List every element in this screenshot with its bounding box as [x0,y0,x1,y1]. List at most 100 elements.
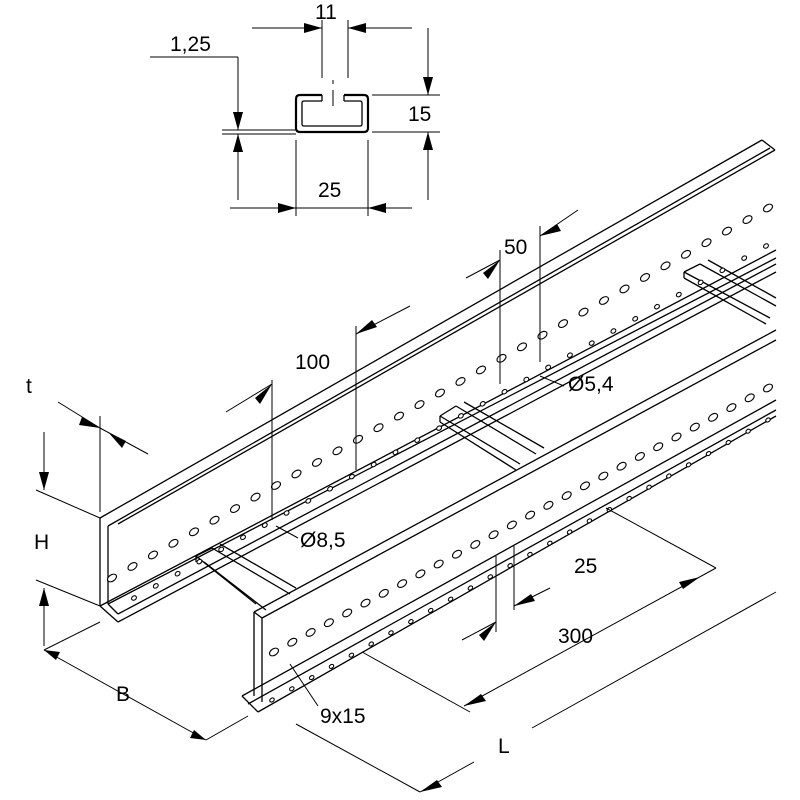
rail-hole [457,413,464,419]
rail-hole [289,686,295,692]
profile-thickness-label: 1,25 [170,33,211,56]
rail-hole [685,462,692,468]
rail-slot [323,618,334,628]
rail-slot [598,471,609,481]
rail-hole [388,630,394,636]
rail-slot [311,457,323,467]
rail-hole [675,291,682,298]
rail-hole [436,425,443,431]
rung-1 [195,543,297,611]
rail-slot [168,538,179,548]
slot-size-label: 9x15 [320,705,366,728]
profile-width-label: 25 [318,179,342,202]
rail-hole [547,540,553,546]
rail-hole [305,498,312,504]
rail-slot [393,411,405,421]
rail-hole [467,585,474,591]
rail-slot [708,412,719,422]
rail-hole [174,570,181,577]
hole-diameter-small-label: Ø5,4 [568,373,614,396]
rail-slot [291,469,302,479]
rail-hole [654,303,660,310]
rail-slot [578,307,589,317]
rail-hole [523,376,530,383]
rail-slot [414,400,425,410]
rail-slot [639,272,651,282]
rail-hole [269,697,275,703]
rail-hole [348,473,355,480]
rail-slot [470,539,481,549]
rail-slot [342,608,353,618]
rail-slot [671,432,682,442]
rail-slot [616,461,627,471]
rail-slot [744,393,755,403]
rung-spacing-label: 300 [558,625,594,648]
rail-slot [229,504,241,514]
rail-hole [131,595,137,601]
tray-width-label: B [116,683,131,706]
rail-hole [447,596,454,602]
rail-hole [697,279,704,286]
rail-hole [610,328,617,334]
side-thickness-label: t [26,375,32,398]
rail-hole [392,449,399,456]
rung-3 [683,259,777,325]
rail-slot [488,530,499,540]
rear-side-rail [99,139,777,623]
rail-hole [666,473,672,479]
rail-slot [579,481,591,491]
rail-slot [373,423,384,433]
rail-hole [327,486,334,492]
rail-hole [368,641,374,647]
rail-hole [527,551,533,557]
rail-slot [680,249,692,259]
rail-slot [147,550,159,560]
rear-rail-holes [131,243,769,601]
rail-slot [543,500,554,510]
rear-rail-slots [106,203,774,583]
rail-slot [378,588,389,598]
rail-hole [566,352,573,358]
rail-slot [561,491,572,501]
side-height-label: H [34,531,50,554]
rail-slot [496,353,507,363]
profile-width-top-label: 11 [315,1,337,24]
rail-slot [653,442,664,452]
rail-slot [332,446,343,456]
profile-height-label: 15 [408,103,432,126]
rail-hole [705,451,712,457]
cable-ladder-body [99,139,777,713]
rail-hole [545,364,552,371]
hole-spacing-large-label: 100 [295,351,331,374]
rail-hole [218,546,225,553]
rail-slot [352,434,364,444]
rail-hole [626,495,632,501]
length-label: L [498,735,510,758]
rail-hole [408,619,414,625]
rail-slot [598,296,610,305]
rail-hole [588,340,595,346]
rail-slot [537,330,548,340]
rail-slot [188,527,200,537]
rail-hole [370,461,377,468]
rail-hole [348,652,355,658]
rail-hole [308,675,315,681]
rail-slot [397,579,408,589]
rail-slot [721,226,733,236]
rail-slot [268,647,280,657]
rung-profile-section [150,20,440,216]
rail-slot [475,365,487,375]
rail-slot [701,238,712,248]
rail-slot [433,559,444,569]
rung-width-label: 25 [574,555,598,578]
rung-2 [439,401,545,471]
rail-slot [634,451,645,461]
rail-hole [487,574,493,580]
rail-hole [283,510,290,516]
rail-slot [250,492,261,502]
rail-hole [763,243,769,249]
rail-slot [742,215,753,225]
rail-slot [415,569,426,579]
rail-hole [745,428,751,434]
